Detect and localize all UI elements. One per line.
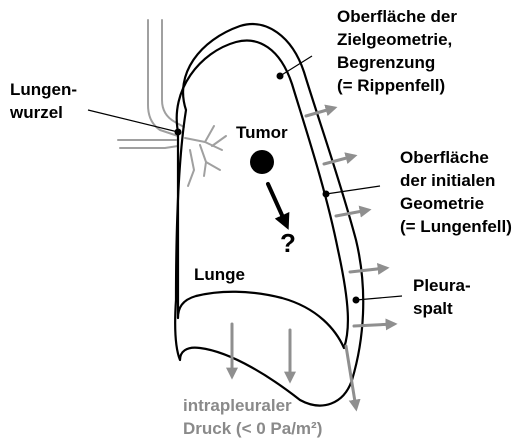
druck-label: intrapleuraler Druck (< 0 Pa/m²) — [183, 396, 322, 438]
question-label: ? — [280, 228, 296, 258]
lunge-label: Lunge — [194, 265, 245, 284]
anchor-dot-ziel — [277, 73, 284, 80]
lungenwurzel-label: Lungen- wurzel — [9, 80, 82, 122]
lung-inner-outline — [177, 41, 348, 348]
pleura-outer-outline — [175, 24, 363, 405]
ziel-label: Oberfläche der Zielgeometrie, Begrenzung… — [337, 7, 462, 95]
pressure-arrow — [336, 210, 368, 216]
anchor-dot-pleuraspalt — [353, 297, 360, 304]
tumor-motion-arrow — [268, 184, 286, 224]
tumor-label: Tumor — [236, 123, 288, 142]
pressure-arrow — [306, 108, 334, 116]
pleuraspalt-label: Pleura- spalt — [413, 276, 475, 318]
pressure-arrow — [354, 324, 394, 326]
bronchial-tree — [118, 20, 226, 186]
anchor-dot-initial — [323, 191, 330, 198]
pressure-arrow — [324, 156, 354, 164]
initial-label: Oberfläche der initialen Geometrie (= Lu… — [400, 148, 512, 236]
pressure-arrow — [346, 346, 356, 408]
tumor-dot — [250, 150, 274, 174]
pressure-arrow — [350, 268, 386, 272]
anchor-dot-lungenwurzel — [175, 129, 182, 136]
